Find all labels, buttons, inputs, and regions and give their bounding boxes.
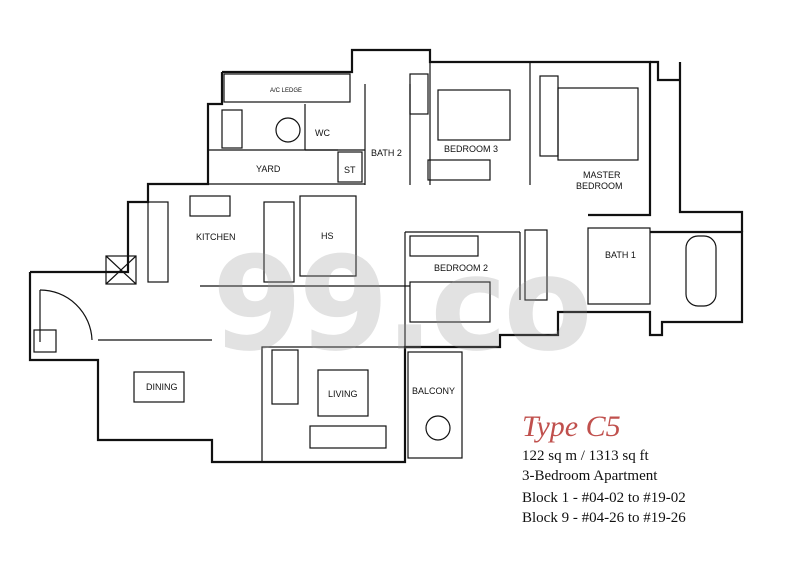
room-label-ac-ledge: A/C LEDGE [270,88,303,94]
unit-area: 122 sq m / 1313 sq ft [522,448,649,464]
unit-type-title: Type C5 [522,410,621,443]
room-label-balcony: BALCONY [412,386,456,396]
watermark: 99.co [212,228,593,380]
outer-walls [28,48,744,464]
room-label-master-line2: BEDROOM [576,181,623,191]
room-label-bedroom3: BEDROOM 3 [444,144,499,154]
room-label-bath2: BATH 2 [371,148,402,158]
unit-block-9: Block 9 - #04-26 to #19-26 [522,510,686,526]
room-label-bedroom2: BEDROOM 2 [434,263,489,273]
unit-apartment-type: 3-Bedroom Apartment [522,468,658,484]
room-label-yard: YARD [256,164,281,174]
room-label-kitchen: KITCHEN [196,232,236,242]
room-label-hs: HS [321,231,334,241]
room-label-wc: WC [315,128,330,138]
room-label-living: LIVING [328,389,358,399]
room-label-bath1: BATH 1 [605,250,636,260]
unit-block-1: Block 1 - #04-02 to #19-02 [522,490,686,506]
room-label-master-line1: MASTER [583,170,621,180]
inner-walls [33,62,717,463]
room-label-st: ST [344,165,356,175]
room-label-dining: DINING [146,382,178,392]
